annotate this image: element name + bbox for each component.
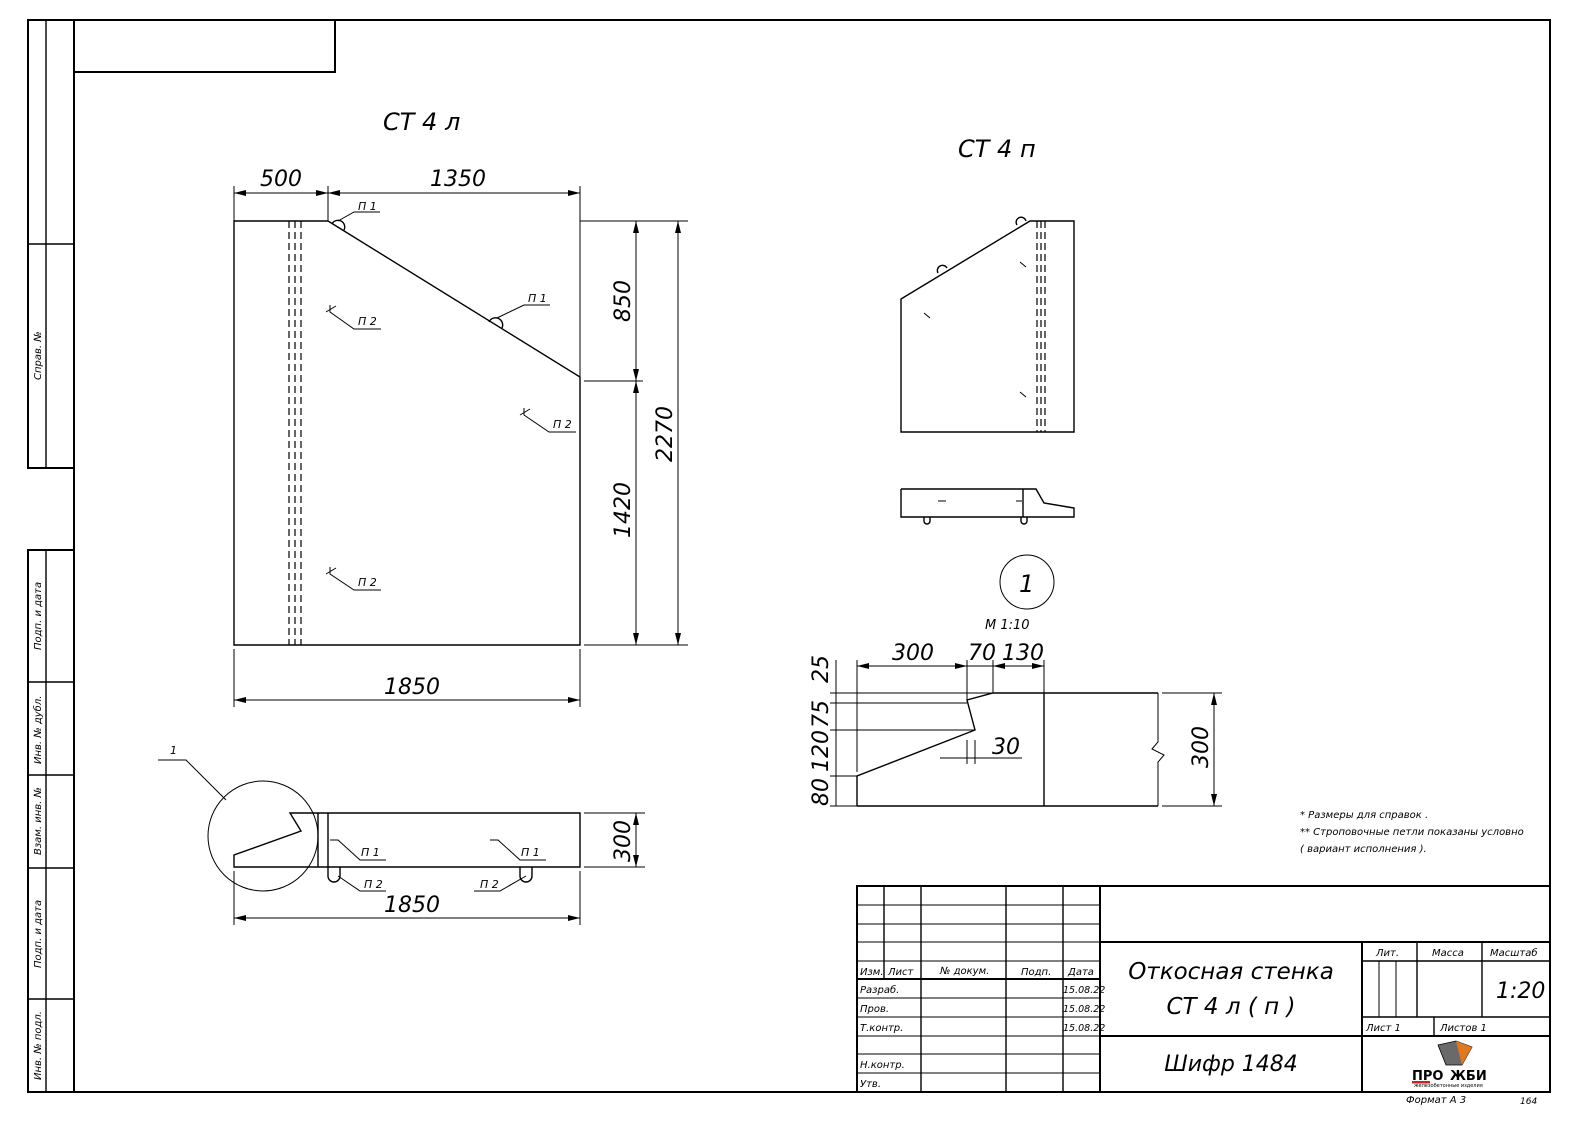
tb-nkontr: Н.контр. [860, 1060, 905, 1071]
drawing-frame [27, 19, 1551, 1093]
tb-date-1: 15.08.22 [1063, 985, 1105, 996]
tb-masshtab: Масштаб [1490, 947, 1538, 959]
section-view-left: 1 П 1 П 1 П 2 П 2 300 1850 [158, 744, 645, 925]
side-stamp: Справ. № Подп. и дата Инв. № дубл. Взам.… [32, 331, 44, 1080]
tb-date: Дата [1067, 967, 1094, 978]
tb-utv: Утв. [860, 1079, 881, 1090]
logo-subtitle: железобетонные изделия [1414, 1083, 1483, 1089]
tb-razrab: Разраб. [860, 984, 899, 996]
tb-format: Формат А 3 [1406, 1095, 1466, 1106]
section-callout-p1-b: П 1 [521, 846, 540, 859]
front-view-right: СТ 4 п [900, 135, 1075, 525]
tb-name-line-1: Откосная стенка [1128, 959, 1334, 985]
side-podp2-label: Подп. и дата [33, 900, 44, 968]
logo-text-b: ЖБИ [1450, 1069, 1487, 1084]
tb-lit: Лит. [1375, 948, 1399, 959]
side-inv-podl-label: Инв. № подл. [33, 1011, 44, 1080]
leader-detail-1: 1 [170, 744, 177, 757]
detail-scale: М 1:10 [985, 618, 1030, 633]
detail-dim-130: 130 [1002, 641, 1044, 666]
detail-dim-80: 80 [809, 778, 834, 806]
tb-list: Лист [887, 967, 915, 978]
tb-tkontr: Т.контр. [860, 1023, 903, 1034]
notes: * Размеры для справок . ** Строповочные … [1300, 810, 1524, 855]
dim-300-section: 300 [611, 820, 636, 862]
section-callout-p1-a: П 1 [361, 846, 380, 859]
detail-dim-70: 70 [968, 641, 996, 666]
tb-scale: 1:20 [1496, 979, 1545, 1004]
tb-page-no: 164 [1520, 1097, 1537, 1107]
tb-date-3: 15.08.22 [1063, 1023, 1105, 1034]
note-line-2: ** Строповочные петли показаны условно [1300, 827, 1524, 838]
front-view-left: СТ 4 л П 1 П 1 П 2 П 2 П 2 500 1350 [233, 108, 688, 707]
dim-850: 850 [611, 280, 636, 322]
dim-1350: 1350 [430, 167, 486, 192]
tb-name-line-2: СТ 4 л ( п ) [1167, 994, 1296, 1020]
dim-1420: 1420 [611, 482, 636, 538]
detail-dim-120: 120 [809, 730, 834, 772]
note-line-1: * Размеры для справок . [1300, 810, 1428, 821]
callout-p1-top: П 1 [358, 200, 377, 213]
tb-date-2: 15.08.22 [1063, 1004, 1105, 1015]
side-sprav-label: Справ. № [33, 331, 44, 380]
detail-number: 1 [1019, 570, 1034, 598]
dim-500: 500 [260, 167, 302, 192]
detail-dim-75: 75 [809, 700, 834, 728]
section-callout-p2-b: П 2 [480, 878, 499, 891]
detail-dim-30: 30 [992, 735, 1020, 760]
side-podp1-label: Подп. и дата [33, 582, 44, 650]
tb-doc: № докум. [939, 966, 989, 977]
callout-p1-slope: П 1 [528, 292, 547, 305]
section-callout-p2-a: П 2 [364, 878, 383, 891]
detail-dim-300: 300 [892, 641, 934, 666]
tb-sheets: Листов 1 [1439, 1023, 1487, 1034]
dim-1850-section: 1850 [384, 893, 440, 918]
side-inv-dubl-label: Инв. № дубл. [32, 696, 44, 764]
callout-p2-b: П 2 [553, 418, 572, 431]
company-logo: ПРО ЖБИ железобетонные изделия [1412, 1040, 1487, 1089]
tb-massa: Масса [1432, 948, 1464, 959]
right-view-title: СТ 4 п [958, 135, 1036, 163]
callout-p2-c: П 2 [358, 576, 377, 589]
tb-code: Шифр 1484 [1164, 1052, 1298, 1077]
note-line-3: ( вариант исполнения ). [1300, 844, 1427, 855]
tb-sheet: Лист 1 [1365, 1023, 1401, 1034]
detail-dim-25: 25 [809, 655, 834, 683]
tb-izm: Изм. [860, 967, 884, 978]
detail-1: 1 М 1:10 300 70 130 25 75 120 80 30 [809, 554, 1222, 807]
tb-podp: Подп. [1021, 967, 1051, 978]
left-view-title: СТ 4 л [383, 108, 460, 136]
logo-text-a: ПРО [1412, 1069, 1443, 1084]
callout-p2-a: П 2 [358, 315, 377, 328]
title-block: Изм. Лист № докум. Подп. Дата Разраб. Пр… [856, 885, 1551, 1107]
side-vzam-label: Взам. инв. № [33, 787, 44, 855]
dim-2270: 2270 [653, 406, 678, 462]
detail-dim-300-v: 300 [1189, 726, 1214, 768]
tb-prov: Пров. [860, 1004, 889, 1015]
dim-1850: 1850 [384, 675, 440, 700]
